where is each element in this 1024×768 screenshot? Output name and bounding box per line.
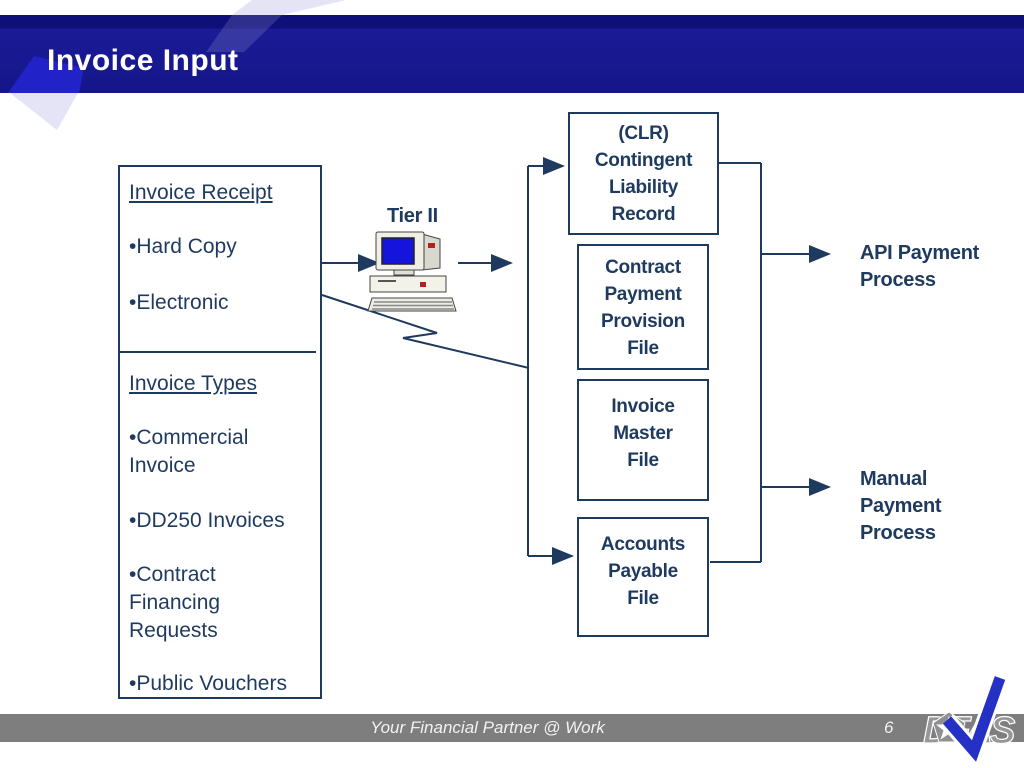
manual-payment-process-label: Manual Payment Process (860, 466, 942, 547)
accounts-payable-file-box: Accounts Payable File (577, 517, 709, 637)
box-line: Invoice (611, 396, 675, 417)
list-item: •Public Vouchers (129, 672, 287, 695)
box-line: File (627, 450, 659, 471)
box-line: File (627, 338, 659, 359)
footer-bar (0, 714, 1024, 742)
box-line: Master (613, 423, 673, 444)
label-line: Payment (860, 495, 942, 517)
zigzag-electronic-link (321, 294, 530, 369)
box-line: Accounts (600, 534, 686, 555)
box-line: Contingent (594, 150, 693, 171)
invoice-sources-box: Invoice Receipt •Hard Copy •Electronic I… (118, 165, 322, 699)
contract-payment-provision-file-box: Contract Payment Provision File (577, 244, 709, 370)
label-line: Process (860, 522, 936, 544)
api-payment-process-label: API Payment Process (860, 240, 979, 294)
page-number: 6 (884, 718, 894, 737)
label-line: API Payment (860, 242, 979, 264)
box-line: (CLR) (618, 123, 669, 144)
box-line: Payment (604, 284, 682, 305)
list-item: •DD250 Invoices (129, 509, 285, 532)
invoice-receipt-heading: Invoice Receipt (129, 181, 273, 204)
box-line: Contract (605, 257, 681, 278)
list-item: •Commercial Invoice (129, 426, 249, 477)
label-line: Manual (860, 468, 928, 490)
box-line: Provision (601, 311, 685, 332)
box-line: Record (611, 204, 676, 225)
invoice-types-heading: Invoice Types (129, 372, 258, 395)
invoice-master-file-box: Invoice Master File (577, 379, 709, 501)
header-bar (0, 15, 1024, 93)
list-item: •Contract Financing Requests (129, 563, 221, 642)
box-line: Liability (608, 177, 679, 198)
dfas-logo: DFAS (922, 676, 1019, 768)
clr-box: (CLR) Contingent Liability Record (568, 112, 719, 235)
tier2-computer-icon (367, 231, 457, 312)
list-item: •Hard Copy (129, 235, 237, 258)
box-line: Payable (608, 561, 678, 582)
box-line: File (627, 588, 659, 609)
label-line: Process (860, 269, 936, 291)
section-divider (120, 351, 316, 353)
list-item: •Electronic (129, 291, 229, 314)
page-title: Invoice Input (47, 44, 239, 77)
footer-tagline: Your Financial Partner @ Work (370, 718, 605, 737)
tier-label: Tier II (387, 205, 438, 227)
dfas-checkmark-icon (942, 676, 1006, 762)
